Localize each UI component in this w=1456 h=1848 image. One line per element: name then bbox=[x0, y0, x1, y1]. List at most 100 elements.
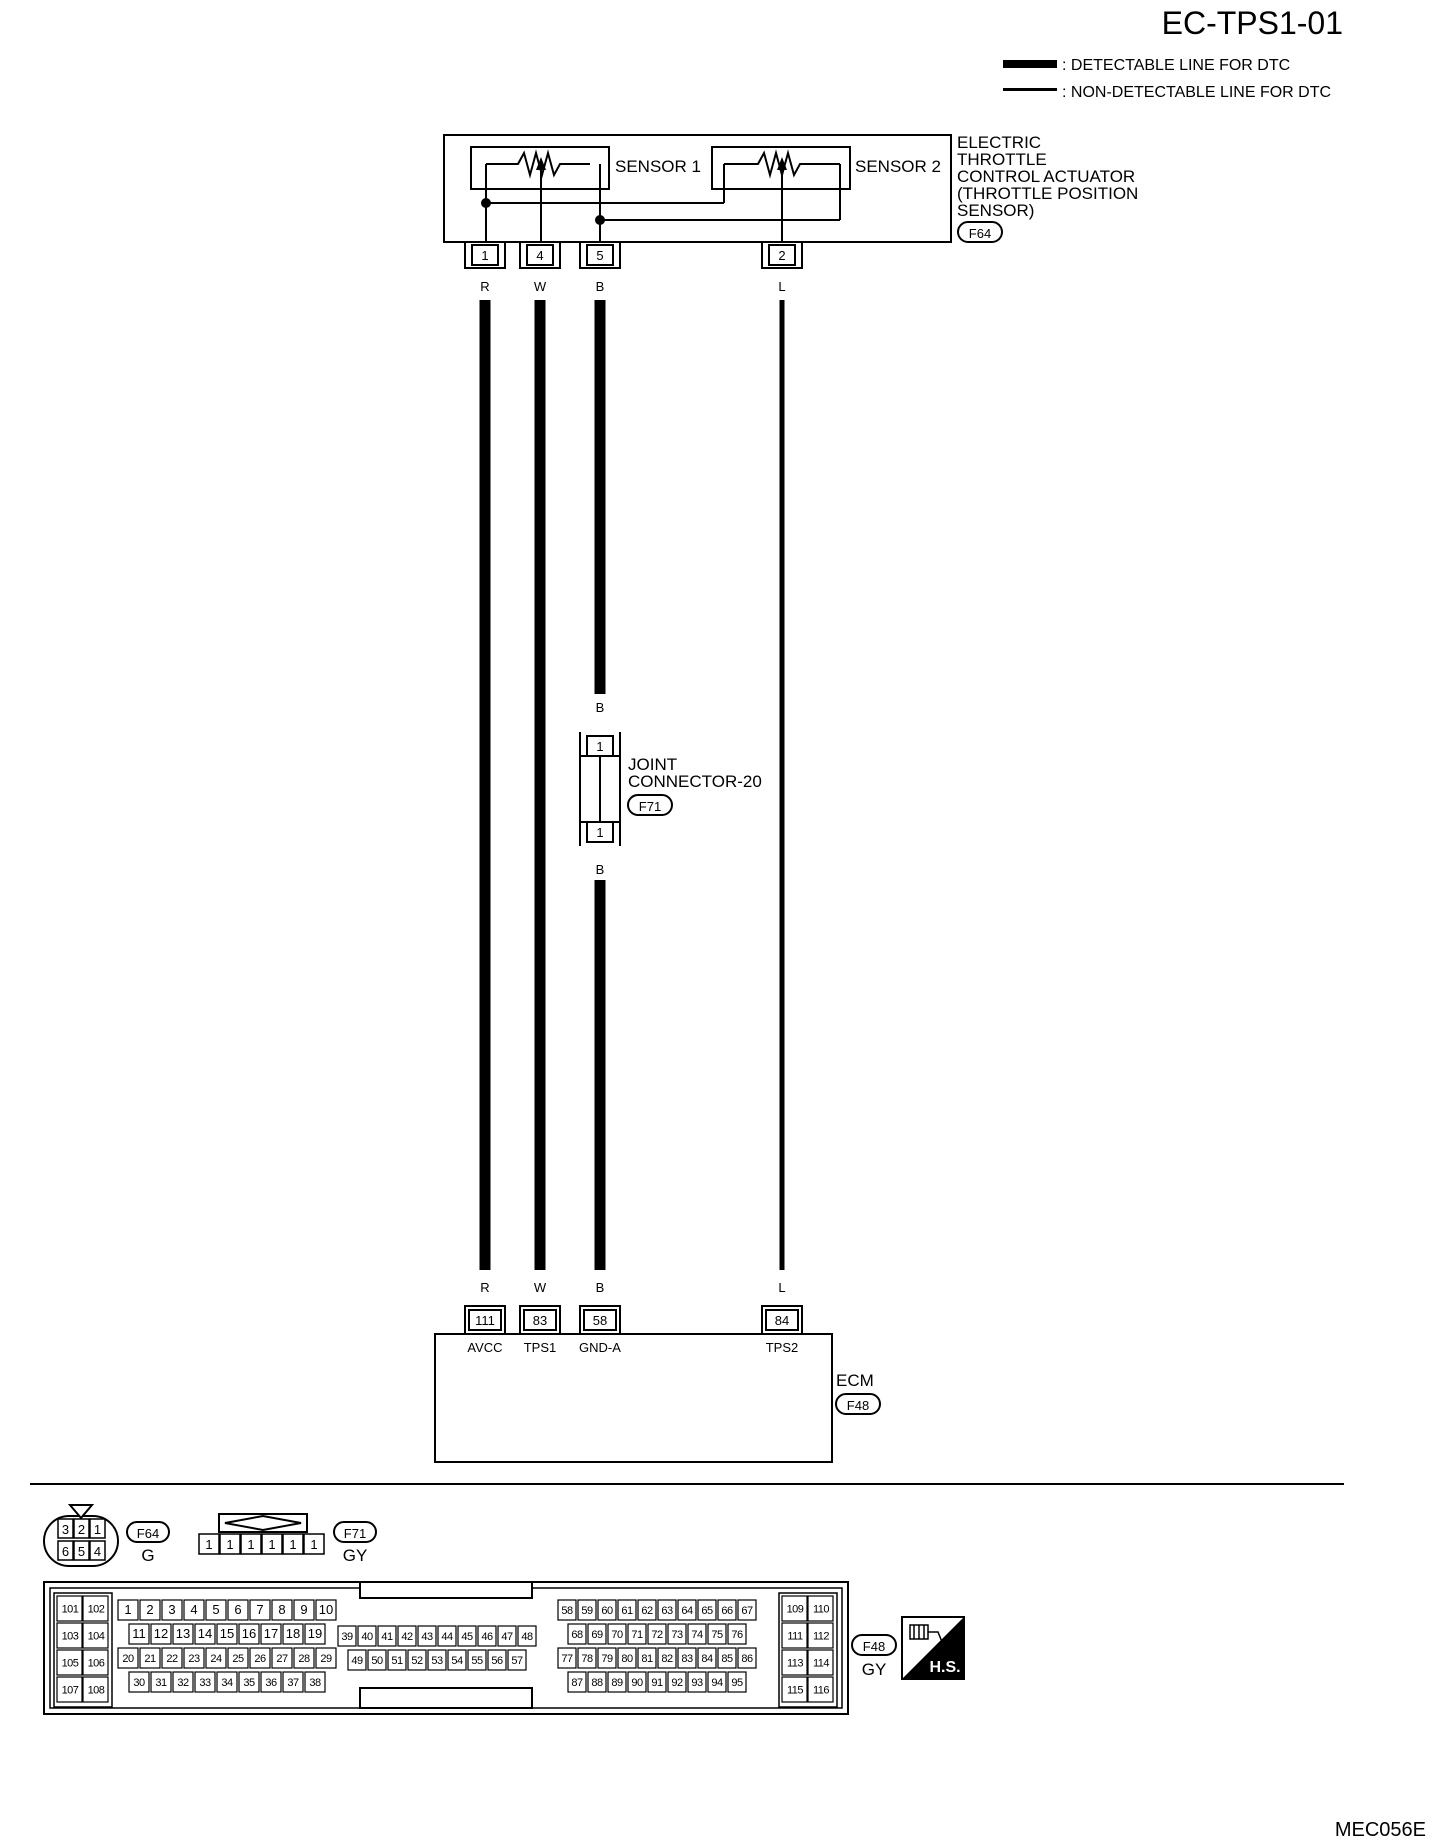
wire-color-top: L bbox=[778, 279, 785, 294]
f48-group-a-pin-number: 9 bbox=[300, 1602, 307, 1617]
joint-connector bbox=[579, 732, 621, 846]
f48-group-a-pin-number: 33 bbox=[199, 1677, 211, 1689]
wire-color-bottom: W bbox=[534, 1280, 547, 1295]
f48-group-c-pin-number: 72 bbox=[651, 1629, 663, 1641]
f48-group-a-pin-number: 26 bbox=[254, 1653, 266, 1665]
f48-right-block-pin-number: 114 bbox=[813, 1658, 829, 1670]
f48-group-a-pin-number: 8 bbox=[278, 1602, 285, 1617]
f48-group-b-cell bbox=[507, 1649, 527, 1671]
ecm-connector-id: F48 bbox=[847, 1398, 869, 1413]
f48-group-b-cell bbox=[417, 1625, 437, 1647]
ecm-signal-label: GND-A bbox=[579, 1340, 621, 1355]
f48-group-c-cell bbox=[607, 1671, 627, 1693]
f48-group-b-pin-number: 40 bbox=[361, 1631, 373, 1643]
f64-pin-number: 5 bbox=[78, 1544, 85, 1559]
f48-left-block-pin-number: 101 bbox=[62, 1604, 79, 1616]
f48-group-c-cell bbox=[577, 1599, 597, 1621]
f48-group-c-cell bbox=[717, 1599, 737, 1621]
wire-color-bottom: B bbox=[596, 1280, 605, 1295]
f71-pin-cell bbox=[198, 1533, 220, 1555]
f48-group-b-pin-number: 41 bbox=[381, 1631, 393, 1643]
f64-pin-cell bbox=[73, 1518, 90, 1539]
f48-group-c-cell bbox=[727, 1623, 747, 1645]
f48-group-c-cell bbox=[667, 1623, 687, 1645]
ecm-pin-number: 58 bbox=[593, 1313, 607, 1328]
f48-group-b-pin-number: 57 bbox=[511, 1655, 523, 1667]
f48-group-a-cell bbox=[304, 1623, 326, 1645]
ecm-box bbox=[434, 1333, 833, 1463]
f48-group-b-cell bbox=[487, 1649, 507, 1671]
f48-group-b-cell bbox=[427, 1649, 447, 1671]
f48-group-a-pin-number: 4 bbox=[190, 1602, 197, 1617]
f48-group-a-pin-number: 2 bbox=[146, 1602, 153, 1617]
f48-group-a-cell bbox=[183, 1647, 205, 1669]
f48-right-block-pin-number: 115 bbox=[787, 1685, 803, 1697]
f48-group-b-cell bbox=[517, 1625, 537, 1647]
sensor-1-resistor bbox=[486, 149, 590, 179]
sensor-2-label: SENSOR 2 bbox=[855, 157, 941, 176]
f48-right-block-cell bbox=[781, 1676, 808, 1703]
f71-pin-cell bbox=[240, 1533, 262, 1555]
f48-group-a-cell bbox=[161, 1599, 183, 1621]
ecm-pin-housing bbox=[761, 1305, 803, 1334]
f48-group-a-pin-number: 12 bbox=[154, 1626, 168, 1641]
f48-group-a-pin-number: 10 bbox=[319, 1602, 333, 1617]
joint-wire-color-bottom: B bbox=[596, 862, 605, 877]
ecm-pin-number: 111 bbox=[475, 1313, 495, 1328]
f48-right-block-pin-number: 110 bbox=[813, 1604, 829, 1616]
f48-right-block-frame bbox=[778, 1592, 838, 1708]
f71-pin-cell bbox=[219, 1533, 241, 1555]
f64-pin-number: 1 bbox=[94, 1522, 101, 1537]
f48-right-block-pin-number: 111 bbox=[787, 1631, 803, 1643]
f48-group-b-cell bbox=[497, 1625, 517, 1647]
f48-group-b-cell bbox=[457, 1625, 477, 1647]
f48-group-a-cell bbox=[216, 1671, 238, 1693]
f48-group-c-cell bbox=[637, 1599, 657, 1621]
legend-non-detectable-swatch bbox=[1003, 88, 1057, 91]
f48-group-a-pin-number: 31 bbox=[155, 1677, 167, 1689]
f48-group-a-cell bbox=[293, 1647, 315, 1669]
f48-group-a-pin-number: 1 bbox=[124, 1602, 131, 1617]
f48-group-c-pin-number: 81 bbox=[641, 1653, 653, 1665]
f48-group-b-pin-number: 48 bbox=[521, 1631, 533, 1643]
f48-right-block-pin-number: 116 bbox=[813, 1685, 829, 1697]
actuator-name-3: CONTROL ACTUATOR bbox=[957, 167, 1135, 186]
f48-group-b-pin-number: 52 bbox=[411, 1655, 423, 1667]
f48-group-a-cell bbox=[271, 1647, 293, 1669]
f48-group-b-pin-number: 45 bbox=[461, 1631, 473, 1643]
f48-group-c-pin-number: 64 bbox=[681, 1605, 693, 1617]
f48-group-a-pin-number: 3 bbox=[168, 1602, 175, 1617]
f48-group-c-pin-number: 70 bbox=[611, 1629, 623, 1641]
wire-color-top: B bbox=[596, 279, 605, 294]
f48-group-a-pin-number: 30 bbox=[133, 1677, 145, 1689]
f48-view-badge bbox=[851, 1634, 897, 1656]
joint-wire-color-top: B bbox=[596, 700, 605, 715]
f48-group-b-pin-number: 56 bbox=[491, 1655, 503, 1667]
f71-view-badge bbox=[333, 1521, 377, 1543]
f48-group-a-pin-number: 7 bbox=[256, 1602, 263, 1617]
f48-group-a-pin-number: 11 bbox=[132, 1626, 146, 1641]
actuator-pin-number: 1 bbox=[481, 248, 488, 263]
f48-group-a-cell bbox=[249, 1647, 271, 1669]
f48-group-c-cell bbox=[627, 1671, 647, 1693]
f48-group-a-pin-number: 18 bbox=[286, 1626, 300, 1641]
f64-pin-number: 4 bbox=[94, 1544, 101, 1559]
joint-connector-id: F71 bbox=[639, 799, 661, 814]
f48-group-a-cell bbox=[117, 1647, 139, 1669]
f64-pin-cell bbox=[73, 1540, 90, 1561]
f48-group-c-pin-number: 58 bbox=[561, 1605, 573, 1617]
f48-group-c-pin-number: 63 bbox=[661, 1605, 673, 1617]
hs-badge: H.S. bbox=[901, 1616, 965, 1680]
f48-group-a-cell bbox=[238, 1671, 260, 1693]
f71-pin-cell bbox=[261, 1533, 283, 1555]
f48-group-a-pin-number: 22 bbox=[166, 1653, 178, 1665]
f48-group-a-cell bbox=[139, 1599, 161, 1621]
ecm-signal-label: AVCC bbox=[467, 1340, 502, 1355]
actuator-pin-box bbox=[768, 244, 796, 266]
f48-group-c-cell bbox=[687, 1623, 707, 1645]
ecm-signal-label: TPS1 bbox=[524, 1340, 557, 1355]
